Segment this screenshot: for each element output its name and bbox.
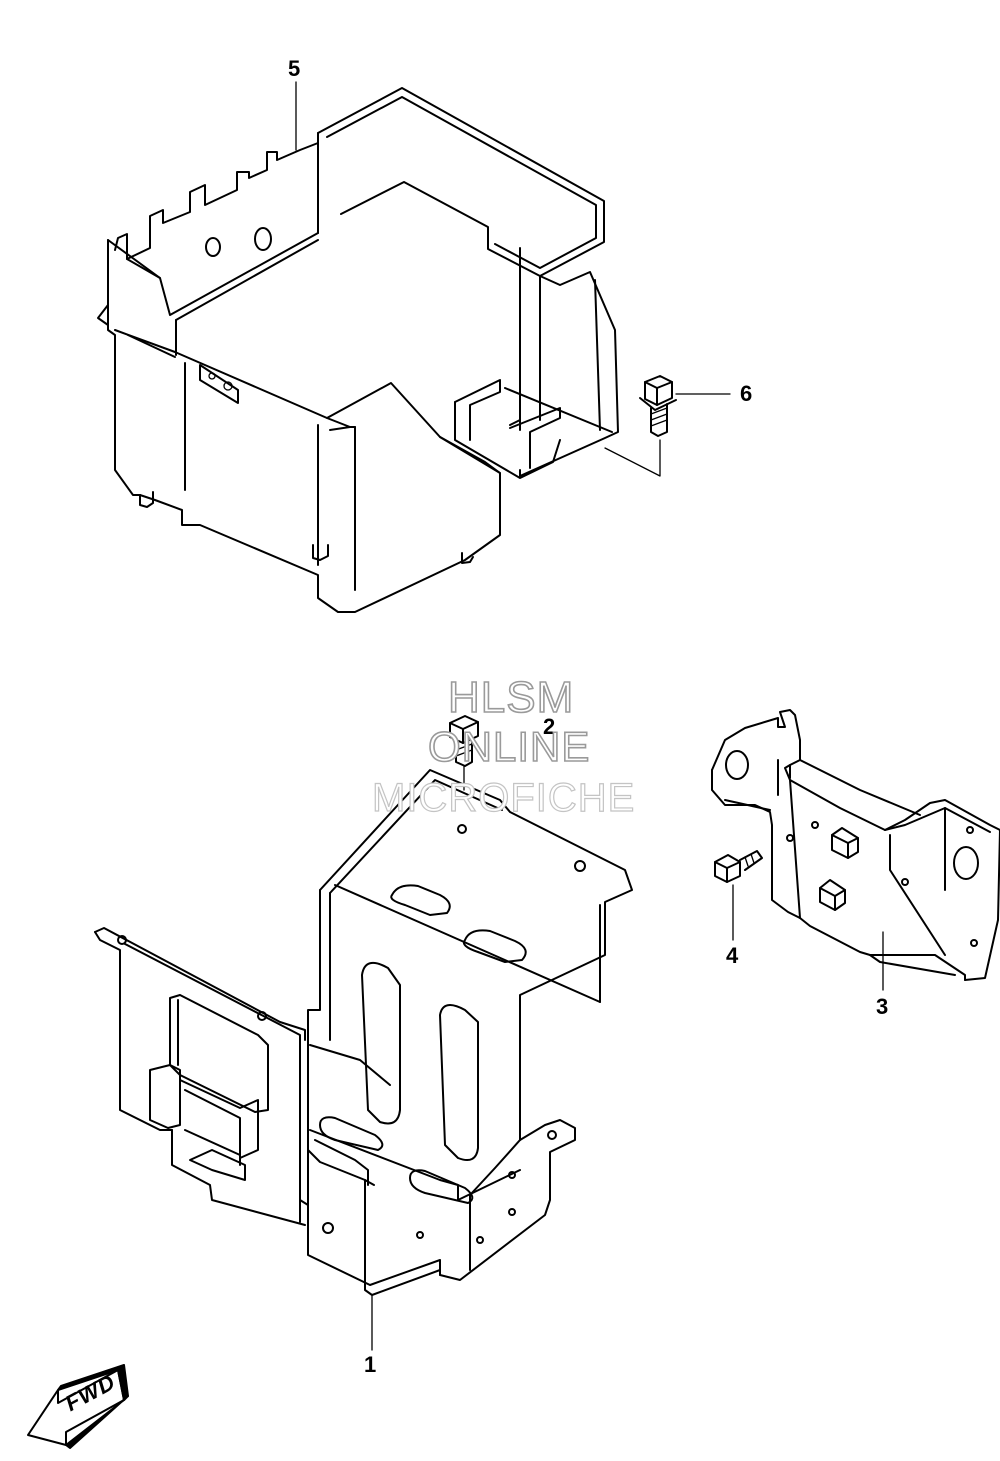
bolt-part-2[interactable] (449, 715, 479, 791)
bolt-part-4[interactable] (714, 850, 763, 941)
leader-lines (295, 81, 373, 1351)
fwd-arrow-icon (27, 1364, 129, 1449)
callout-4[interactable]: 4 (726, 943, 739, 968)
watermark-line-1: HLSM (447, 673, 575, 722)
callout-3[interactable]: 3 (876, 994, 889, 1019)
battery-bracket-part-1[interactable] (94, 769, 633, 1296)
callout-5[interactable]: 5 (288, 56, 301, 81)
callout-6[interactable]: 6 (740, 381, 753, 406)
callout-2[interactable]: 2 (543, 714, 556, 739)
watermark-line-3: MICROFICHE (371, 776, 636, 820)
callout-1[interactable]: 1 (364, 1352, 377, 1377)
battery-box-part-5[interactable] (97, 87, 619, 613)
bolt-part-6[interactable] (604, 375, 731, 477)
side-bracket-part-3[interactable] (711, 709, 1000, 991)
watermark-line-2: ONLINE (427, 723, 591, 770)
